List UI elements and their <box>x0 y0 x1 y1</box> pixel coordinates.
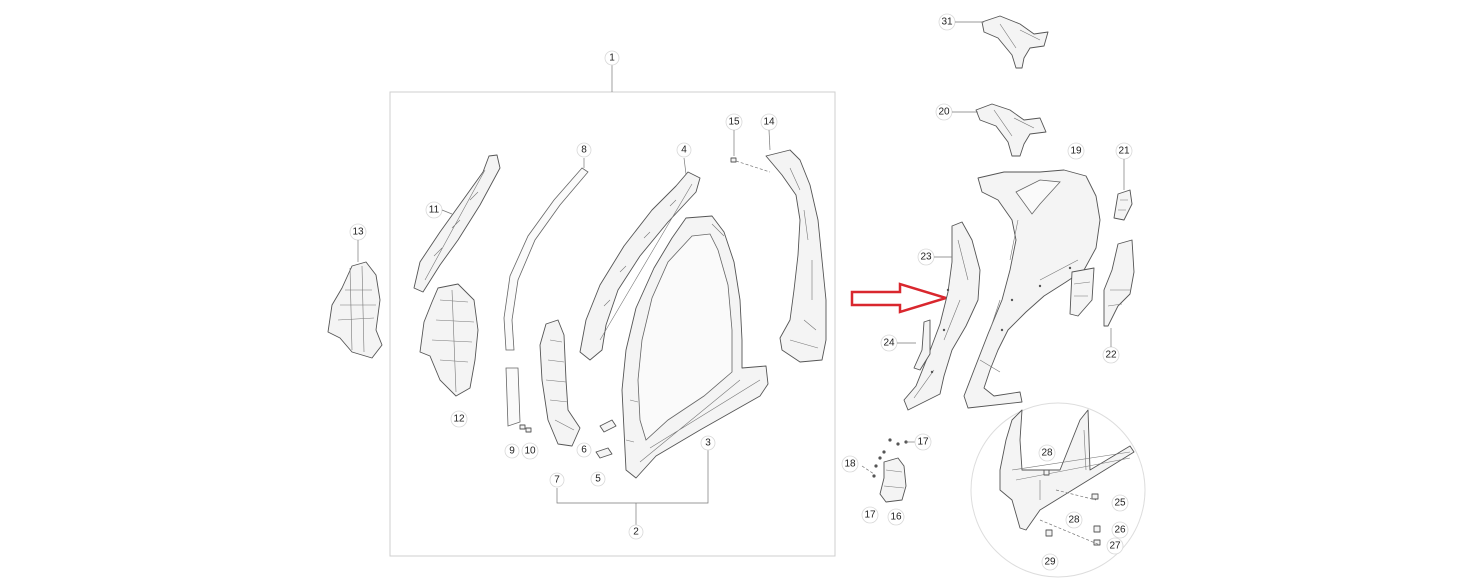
svg-text:29: 29 <box>1044 557 1056 568</box>
callout-28a: 28 <box>1038 444 1056 462</box>
callout-28b: 28 <box>1065 511 1083 529</box>
callout-13: 13 <box>349 223 367 241</box>
callout-4: 4 <box>676 142 692 158</box>
callout-19: 19 <box>1067 142 1085 160</box>
part-8-roof-rail-seal <box>503 167 589 351</box>
callout-31: 31 <box>938 13 956 31</box>
svg-text:4: 4 <box>681 145 687 156</box>
part-19-quarter-panel-outer <box>963 169 1101 409</box>
callout-7: 7 <box>549 472 565 488</box>
leader-18-dash <box>861 465 875 475</box>
part-31-wheel-arch-bracket-upper <box>981 15 1049 69</box>
callout-17a: 17 <box>914 433 932 451</box>
svg-text:5: 5 <box>595 474 601 485</box>
callout-10: 10 <box>521 442 539 460</box>
callout-14: 14 <box>760 113 778 131</box>
callout-21: 21 <box>1115 142 1133 160</box>
svg-text:13: 13 <box>352 227 364 238</box>
svg-text:19: 19 <box>1070 146 1082 157</box>
callout-12: 12 <box>450 410 468 428</box>
part-15-screw <box>730 157 737 163</box>
callout-17b: 17 <box>861 506 879 524</box>
callout-23: 23 <box>917 248 935 266</box>
callout-3: 3 <box>700 435 716 451</box>
detail-view-rocker <box>970 402 1146 578</box>
callout-24: 24 <box>880 334 898 352</box>
part-21-fuel-door-bracket <box>1113 189 1133 221</box>
callout-15: 15 <box>725 113 743 131</box>
part-6-bracket <box>599 419 617 433</box>
part-20-wheel-arch-bracket <box>975 103 1047 157</box>
svg-text:16: 16 <box>890 512 902 523</box>
part-3-body-side-outer-frame <box>621 215 769 479</box>
svg-text:31: 31 <box>941 17 953 28</box>
callout-29: 29 <box>1041 553 1059 571</box>
callout-26: 26 <box>1111 521 1129 539</box>
svg-text:11: 11 <box>429 205 440 216</box>
callout-11: 11 <box>425 201 443 219</box>
callout-22: 22 <box>1102 346 1120 364</box>
svg-text:26: 26 <box>1114 525 1126 536</box>
part-7-b-pillar-reinforcement <box>539 319 581 447</box>
callout-8: 8 <box>576 142 592 158</box>
svg-text:7: 7 <box>554 475 560 486</box>
svg-text:2: 2 <box>633 527 639 538</box>
svg-text:27: 27 <box>1109 541 1121 552</box>
callout-27: 27 <box>1106 537 1124 555</box>
svg-text:1: 1 <box>609 53 615 64</box>
leader-2-bracket <box>556 450 709 504</box>
svg-text:12: 12 <box>453 414 465 425</box>
part-10-clips <box>519 424 532 433</box>
svg-text:15: 15 <box>728 117 740 128</box>
svg-text:21: 21 <box>1118 146 1130 157</box>
part-4-roof-rail-outer <box>579 171 701 361</box>
svg-text:8: 8 <box>581 145 587 156</box>
svg-text:23: 23 <box>920 252 932 263</box>
part-23-quarter-inner-panel <box>903 221 981 411</box>
svg-text:18: 18 <box>844 459 856 470</box>
leader-4 <box>683 157 687 175</box>
svg-text:9: 9 <box>509 446 515 457</box>
leader-27-dash <box>1039 519 1101 546</box>
part-11-a-pillar-inner <box>413 154 501 293</box>
part-24-small-bracket <box>913 319 931 371</box>
svg-text:22: 22 <box>1105 350 1117 361</box>
callout-9: 9 <box>504 443 520 459</box>
fasteners-17-18 <box>872 438 908 478</box>
svg-text:24: 24 <box>883 338 895 349</box>
part-14-c-pillar-inner <box>765 149 827 363</box>
leader-11 <box>441 209 453 215</box>
callout-16: 16 <box>887 508 905 526</box>
part-19-wheelhouse-bracket <box>1069 267 1095 317</box>
callout-2: 2 <box>628 524 644 540</box>
svg-text:20: 20 <box>938 107 950 118</box>
callout-18: 18 <box>841 455 859 473</box>
callout-6: 6 <box>576 442 592 458</box>
leader-14 <box>768 129 771 151</box>
part-12-a-pillar-lower-reinforcement <box>419 283 479 397</box>
assembly-frame <box>389 91 836 557</box>
part-16-mounting-bracket <box>879 457 907 503</box>
svg-text:10: 10 <box>524 446 536 457</box>
part-5-bracket <box>595 447 613 459</box>
callout-1: 1 <box>604 50 620 66</box>
callout-25: 25 <box>1111 494 1129 512</box>
svg-text:3: 3 <box>705 438 711 449</box>
callout-5: 5 <box>590 471 606 487</box>
part-9-b-pillar-patch <box>505 367 521 427</box>
part-22-rear-panel-extension <box>1103 239 1135 327</box>
direction-arrow <box>850 282 951 314</box>
svg-text:28: 28 <box>1068 515 1080 526</box>
svg-text:17: 17 <box>864 510 876 521</box>
svg-text:25: 25 <box>1114 498 1126 509</box>
leader-15-dash <box>735 160 771 173</box>
svg-text:17: 17 <box>917 437 929 448</box>
leader-25-dash <box>1055 489 1097 501</box>
svg-text:6: 6 <box>581 445 587 456</box>
part-13-pillar-bracket <box>327 261 383 359</box>
svg-text:28: 28 <box>1041 448 1053 459</box>
callout-20: 20 <box>935 103 953 121</box>
svg-text:14: 14 <box>763 117 775 128</box>
